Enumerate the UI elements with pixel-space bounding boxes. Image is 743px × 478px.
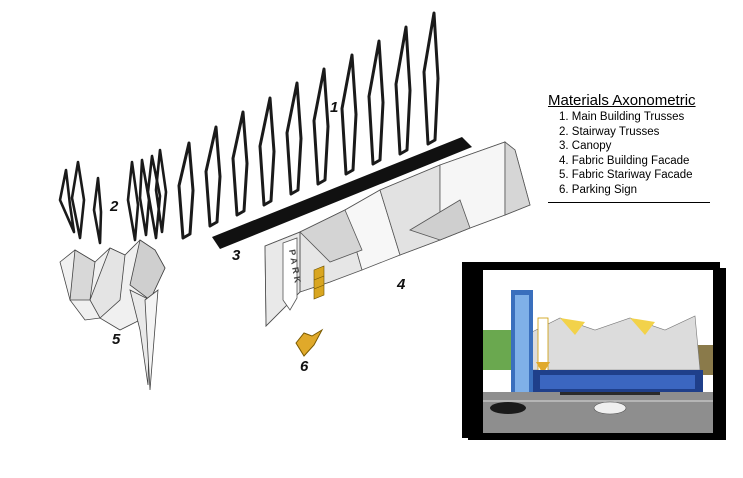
truss [231, 110, 249, 217]
legend-underline-rule [548, 201, 710, 203]
legend-item: 1. Main Building Trusses [559, 111, 685, 123]
stair-truss [154, 148, 168, 234]
legend-item: 4. Fabric Building Facade [559, 154, 690, 167]
stairway-trusses [58, 148, 168, 245]
legend-item: 2. Stairway Trusses [559, 125, 660, 138]
legend-item: 6. Parking Sign [559, 183, 637, 196]
parking-sign-arrow [295, 328, 324, 357]
part-number-2: 2 [110, 198, 119, 215]
stair-truss [126, 160, 140, 242]
part-number-3: 3 [232, 247, 241, 264]
truss [285, 81, 303, 196]
part-number-5: 5 [112, 331, 121, 348]
canopy [212, 137, 472, 249]
truss [422, 11, 440, 146]
materials-legend: Materials Axonometric 1. Main Building T… [548, 92, 710, 203]
main-building-trusses [177, 11, 440, 240]
fabric-building-facade [264, 141, 531, 327]
truss [394, 25, 412, 156]
legend-title: Materials Axonometric [548, 92, 696, 109]
truss [204, 125, 222, 228]
truss [367, 39, 385, 166]
truss [312, 67, 330, 186]
building-rendering-photo [462, 262, 726, 440]
legend-list: 1. Main Building Trusses 2. Stairway Tru… [548, 110, 710, 198]
legend-item: 5. Fabric Stariway Facade [559, 169, 693, 182]
stair-truss [58, 168, 76, 234]
truss [340, 53, 358, 176]
part-number-4: 4 [397, 276, 406, 293]
park-sign: PARK [282, 237, 325, 311]
truss [177, 141, 195, 240]
legend-item: 3. Canopy [559, 140, 612, 153]
part-number-6: 6 [300, 358, 309, 375]
part-number-1: 1 [330, 99, 339, 116]
fabric-stairway-facade [59, 239, 166, 391]
truss [258, 96, 276, 207]
stair-truss [92, 176, 103, 245]
stair-truss [138, 158, 151, 237]
stair-truss [70, 160, 86, 240]
